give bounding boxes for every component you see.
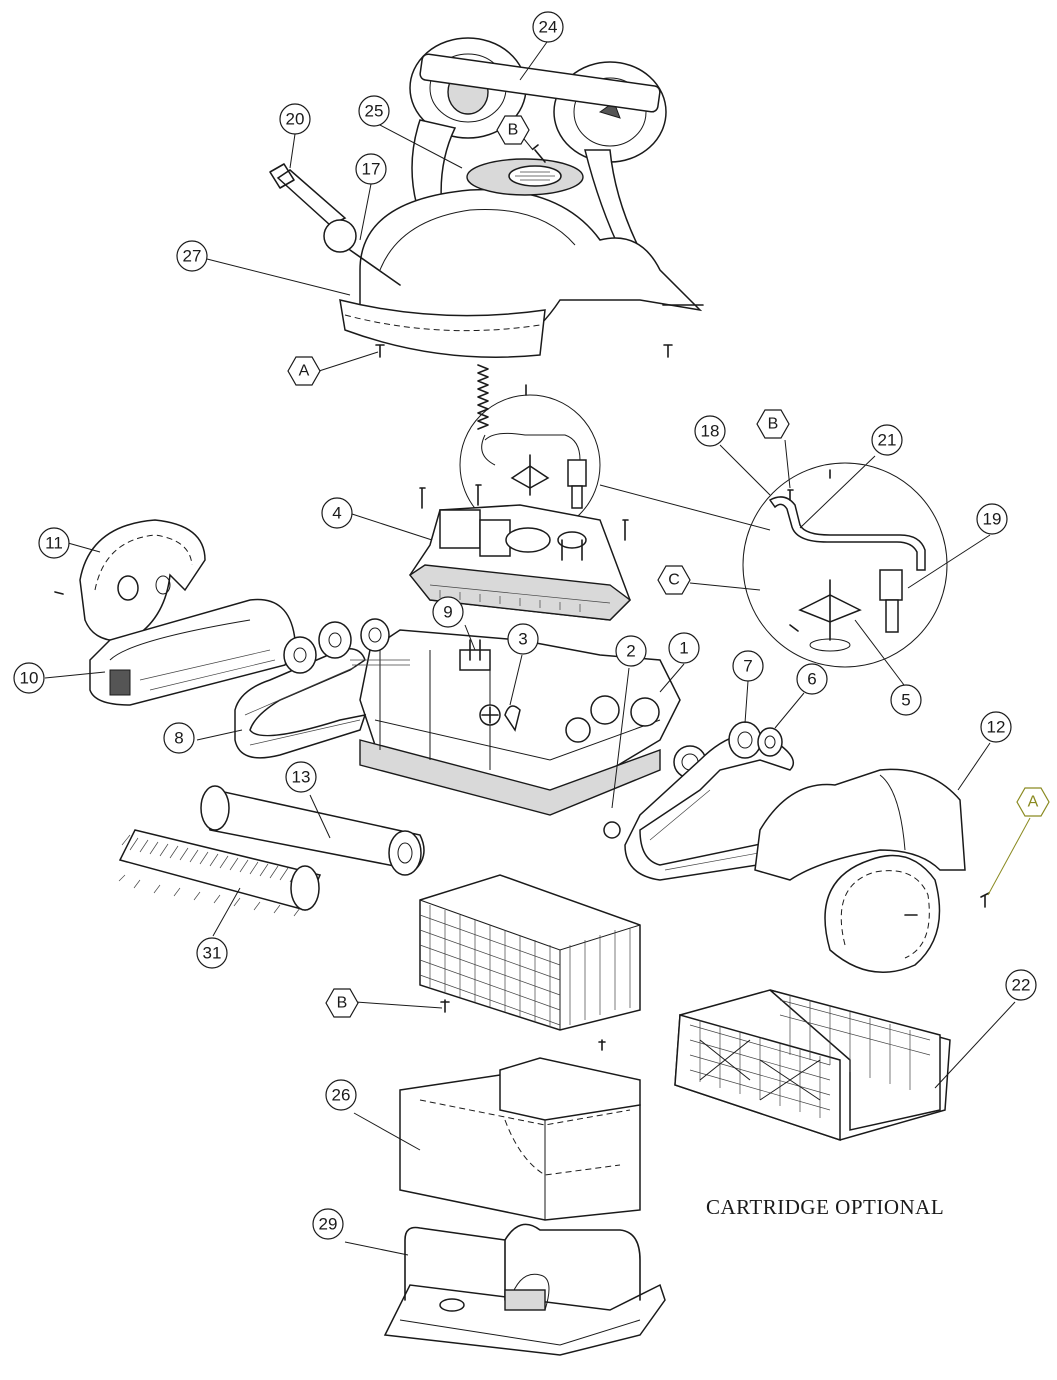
svg-text:19: 19 <box>983 510 1002 529</box>
svg-text:12: 12 <box>987 718 1006 737</box>
svg-text:A: A <box>1028 794 1039 811</box>
callout-6: 6 <box>796 663 828 695</box>
right-side-panels <box>754 768 990 973</box>
base-frame <box>383 1223 666 1356</box>
impeller-detail-view <box>742 462 948 668</box>
svg-text:20: 20 <box>286 110 305 129</box>
brush-and-roller <box>118 785 425 917</box>
svg-text:B: B <box>337 995 348 1012</box>
callout-17: 17 <box>355 153 387 185</box>
spring-cable <box>477 364 496 466</box>
callout-19: 19 <box>976 503 1008 535</box>
svg-text:3: 3 <box>518 630 527 649</box>
callout-9: 9 <box>432 596 464 628</box>
svg-text:B: B <box>508 122 519 139</box>
svg-text:31: 31 <box>203 944 222 963</box>
callout-2: 2 <box>615 635 647 667</box>
leader-lines <box>44 41 1031 1256</box>
svg-text:B: B <box>768 416 779 433</box>
callout-7: 7 <box>732 650 764 682</box>
callout-22: 22 <box>1005 969 1037 1001</box>
filter-basket <box>419 874 641 1051</box>
svg-text:24: 24 <box>539 18 558 37</box>
callout-3: 3 <box>507 623 539 655</box>
svg-text:25: 25 <box>365 102 384 121</box>
cartridge-filter <box>674 989 951 1142</box>
callout-21: 21 <box>871 424 903 456</box>
callout-8: 8 <box>163 722 195 754</box>
svg-text:C: C <box>668 572 680 589</box>
callout-1: 1 <box>668 632 700 664</box>
cartridge-optional-note: CARTRIDGE OPTIONAL <box>706 1195 944 1219</box>
callout-25: 25 <box>358 95 390 127</box>
svg-text:29: 29 <box>319 1215 338 1234</box>
left-side-panels <box>54 519 296 706</box>
svg-text:22: 22 <box>1012 976 1031 995</box>
callout-18: 18 <box>694 415 726 447</box>
ref-hex-b-top: B <box>496 115 530 145</box>
ref-hex-a-top: A <box>287 356 321 386</box>
svg-text:6: 6 <box>807 670 816 689</box>
svg-text:1: 1 <box>679 639 688 658</box>
motor-unit <box>408 384 771 621</box>
ref-hex-a-right: A <box>1016 787 1050 817</box>
svg-text:17: 17 <box>362 160 381 179</box>
left-track <box>234 618 410 759</box>
svg-text:21: 21 <box>878 431 897 450</box>
callout-29: 29 <box>312 1208 344 1240</box>
callout-11: 11 <box>38 527 70 559</box>
callout-26: 26 <box>325 1079 357 1111</box>
callout-31: 31 <box>196 937 228 969</box>
svg-text:4: 4 <box>332 504 341 523</box>
callout-4: 4 <box>321 497 353 529</box>
callout-10: 10 <box>13 662 45 694</box>
svg-text:A: A <box>299 363 310 380</box>
svg-text:10: 10 <box>20 669 39 688</box>
svg-text:8: 8 <box>174 729 183 748</box>
callout-5: 5 <box>890 684 922 716</box>
ref-hex-b-detail: B <box>756 409 790 439</box>
callout-12: 12 <box>980 711 1012 743</box>
svg-text:5: 5 <box>901 691 910 710</box>
callout-13: 13 <box>285 761 317 793</box>
svg-text:26: 26 <box>332 1086 351 1105</box>
ref-hex-b-basket: B <box>325 988 359 1018</box>
callout-20: 20 <box>279 103 311 135</box>
svg-text:13: 13 <box>292 768 311 787</box>
svg-text:2: 2 <box>626 642 635 661</box>
top-housing-assembly <box>269 37 704 358</box>
svg-text:27: 27 <box>183 247 202 266</box>
chassis <box>359 629 707 839</box>
callout-27: 27 <box>176 240 208 272</box>
svg-text:18: 18 <box>701 422 720 441</box>
svg-text:9: 9 <box>443 603 452 622</box>
svg-text:7: 7 <box>743 657 752 676</box>
svg-text:11: 11 <box>45 534 63 553</box>
callout-24: 24 <box>532 11 564 43</box>
ref-hex-c: C <box>657 565 691 595</box>
filter-bag <box>399 1057 641 1221</box>
